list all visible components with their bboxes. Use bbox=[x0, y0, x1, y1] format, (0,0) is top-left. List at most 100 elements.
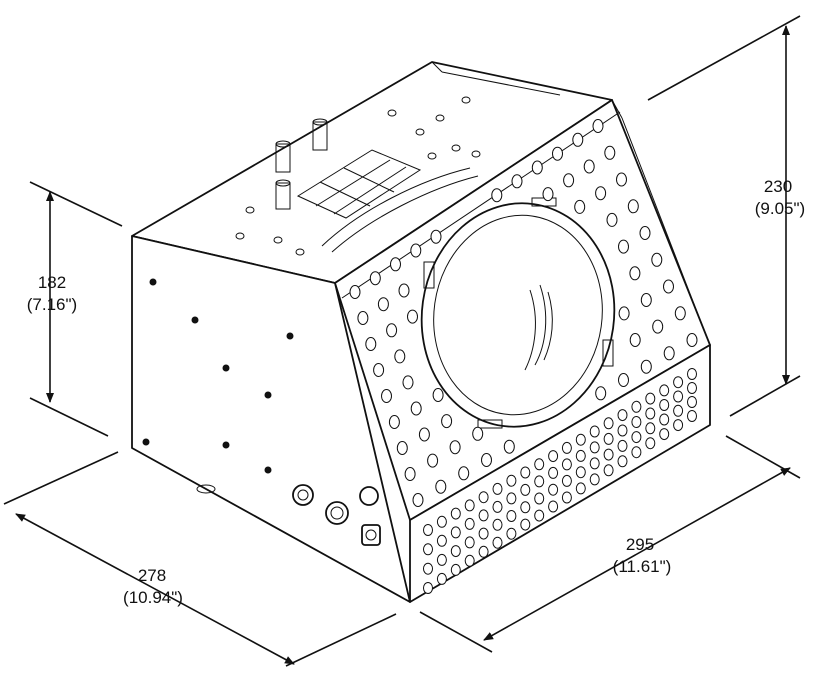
perforation-hole bbox=[450, 526, 461, 539]
perforation-hole bbox=[402, 375, 414, 390]
perforation-hole bbox=[534, 475, 545, 488]
perforation-hole bbox=[663, 279, 674, 294]
perforation-hole bbox=[674, 306, 686, 321]
screw bbox=[142, 438, 150, 446]
perforation-hole bbox=[492, 518, 503, 531]
perforation-hole bbox=[616, 172, 627, 187]
perforation-hole bbox=[589, 441, 600, 454]
perforation-hole bbox=[617, 439, 628, 452]
perforation-hole bbox=[686, 333, 698, 347]
perforation-hole bbox=[520, 518, 531, 531]
perforation-hole bbox=[583, 159, 595, 174]
perforation-hole bbox=[652, 319, 664, 334]
perforation-hole bbox=[639, 226, 651, 240]
width-mm: 295 bbox=[626, 535, 654, 554]
dimension-height-rear: 230 (9.05") bbox=[647, 15, 805, 417]
perforation-hole bbox=[645, 437, 656, 450]
perforation-hole bbox=[561, 441, 572, 454]
perforation-hole bbox=[423, 543, 433, 556]
perforation-hole bbox=[478, 509, 489, 522]
foot bbox=[196, 484, 216, 494]
perforation-hole bbox=[589, 425, 600, 438]
perforation-hole bbox=[659, 399, 670, 411]
top-hole bbox=[435, 114, 445, 122]
perforation-hole bbox=[450, 545, 461, 558]
perforation-hole bbox=[386, 323, 398, 338]
top-grid-panel bbox=[296, 149, 422, 219]
perforation-hole bbox=[464, 517, 475, 530]
perforation-hole bbox=[436, 515, 447, 528]
perforation-hole bbox=[418, 427, 430, 442]
perforation-hole bbox=[640, 359, 652, 374]
perforation-hole bbox=[511, 174, 523, 189]
height-rear-in: (9.05") bbox=[755, 199, 805, 218]
perforation-hole bbox=[663, 346, 675, 361]
perforation-hole bbox=[432, 388, 444, 402]
perforation-hole bbox=[436, 553, 447, 566]
lamp-housing-edge bbox=[321, 167, 471, 247]
perforation-hole bbox=[390, 257, 401, 272]
screw bbox=[286, 332, 294, 340]
perforation-hole bbox=[631, 431, 642, 444]
perforation-hole bbox=[673, 404, 684, 417]
top-hole bbox=[273, 236, 283, 244]
perforation-hole bbox=[575, 482, 586, 495]
perforation-hole bbox=[575, 433, 586, 446]
perforation-hole bbox=[423, 524, 433, 536]
perforation-hole bbox=[534, 458, 545, 471]
perforation-hole bbox=[589, 457, 600, 470]
perforation-hole bbox=[365, 337, 377, 351]
perforation-hole bbox=[589, 473, 600, 486]
perforation-hole bbox=[617, 455, 628, 468]
top-hole bbox=[461, 96, 471, 104]
perforation-hole bbox=[651, 252, 663, 267]
perforation-hole bbox=[640, 293, 652, 307]
perforation-hole bbox=[423, 582, 433, 594]
perforation-hole bbox=[349, 285, 361, 299]
dimension-height-front: 182 (7.16") bbox=[27, 181, 123, 437]
perforation-hole bbox=[458, 466, 470, 481]
perforation-hole bbox=[427, 453, 439, 468]
perforation-hole bbox=[542, 187, 554, 202]
perforation-hole bbox=[552, 146, 563, 161]
perforation-hole bbox=[561, 491, 572, 504]
screw bbox=[264, 391, 272, 399]
perforation-hole bbox=[464, 536, 475, 549]
knob-2 bbox=[312, 118, 328, 151]
perforation-hole bbox=[645, 422, 656, 435]
perforation-hole bbox=[520, 501, 531, 514]
perforation-hole bbox=[606, 212, 618, 227]
perforation-hole bbox=[645, 407, 656, 420]
connector-panel bbox=[292, 484, 381, 546]
screw bbox=[149, 278, 157, 286]
perforation-hole bbox=[595, 186, 607, 201]
perforation-hole bbox=[407, 309, 418, 324]
perforation-hole bbox=[506, 510, 517, 522]
front-upper-perforations bbox=[349, 119, 698, 507]
depth-in: (10.94") bbox=[123, 588, 183, 607]
depth-mm: 278 bbox=[138, 566, 166, 585]
perforation-hole bbox=[548, 500, 559, 513]
top-hole bbox=[415, 128, 425, 136]
perforation-hole bbox=[563, 173, 575, 188]
screw bbox=[264, 466, 272, 474]
perforation-hole bbox=[575, 449, 586, 462]
perforation-hole bbox=[575, 466, 586, 479]
perforation-hole bbox=[410, 401, 422, 416]
perforation-hole bbox=[629, 266, 641, 281]
top-hole bbox=[451, 144, 461, 152]
perforation-hole bbox=[520, 483, 531, 496]
perforation-hole bbox=[592, 119, 604, 133]
perforation-hole bbox=[673, 419, 684, 432]
screw bbox=[222, 364, 230, 372]
perforation-hole bbox=[617, 409, 628, 422]
perforation-hole bbox=[398, 283, 410, 298]
perforation-hole bbox=[404, 467, 416, 481]
perforation-hole bbox=[464, 554, 475, 567]
perforation-hole bbox=[435, 479, 447, 494]
perforation-hole bbox=[423, 562, 433, 575]
perforation-hole bbox=[618, 239, 629, 254]
perforation-hole bbox=[441, 414, 453, 429]
screw bbox=[222, 441, 230, 449]
